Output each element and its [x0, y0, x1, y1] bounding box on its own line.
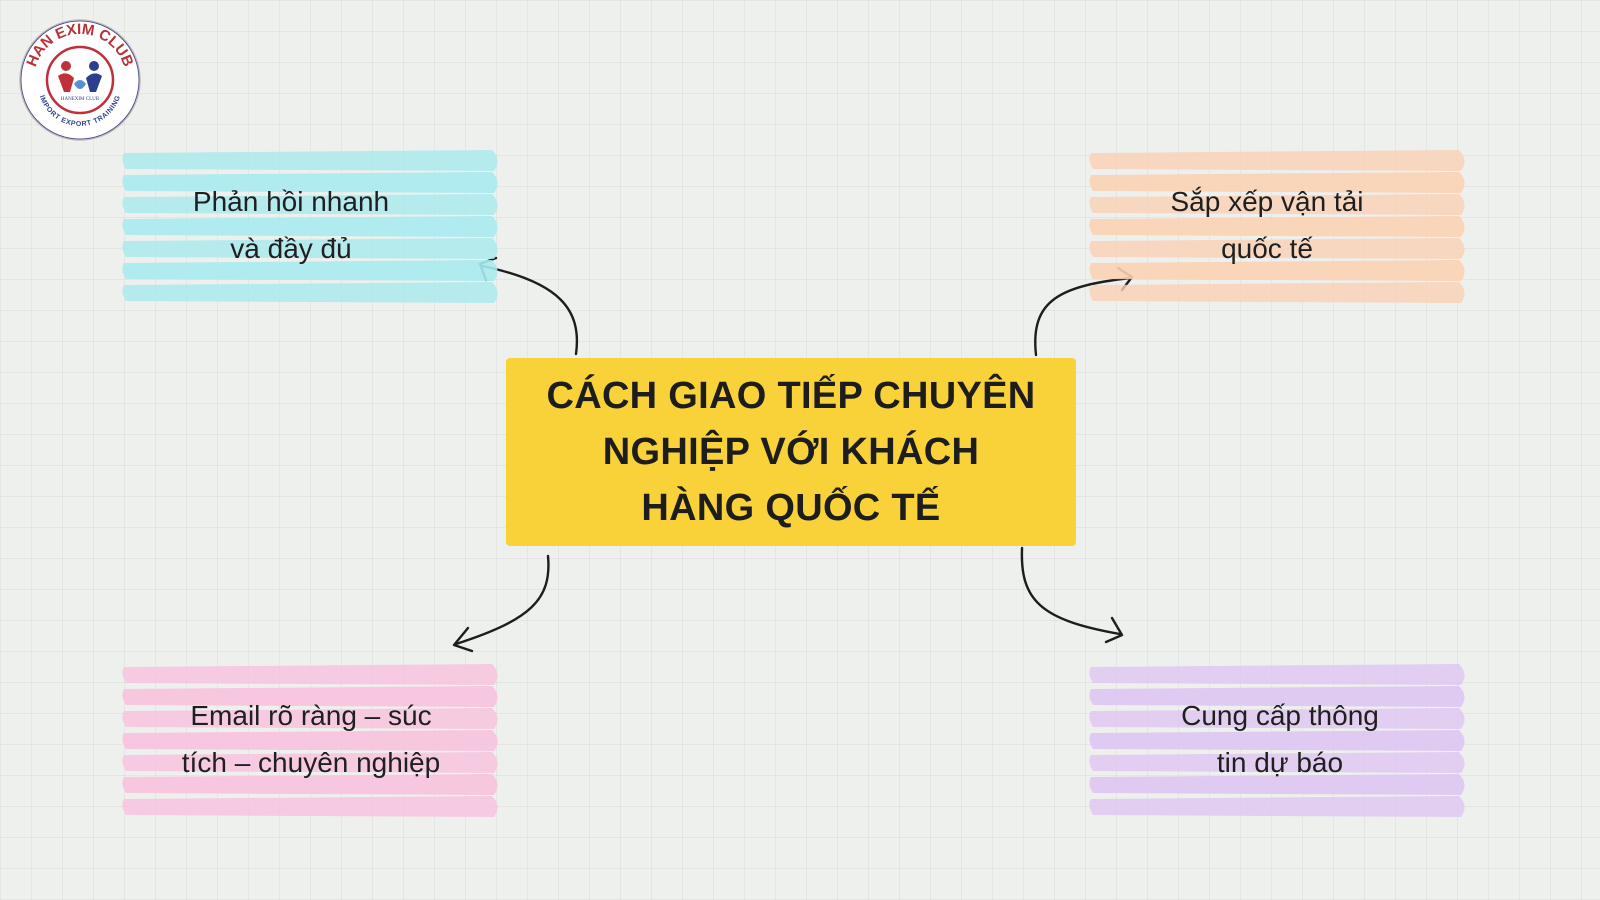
node-brush-background	[1089, 664, 1465, 817]
node-text: Cung cấp thông tin dự báo	[1085, 659, 1475, 819]
node-text: Sắp xếp vận tải quốc tế	[1085, 145, 1449, 305]
node-line-1: Phản hồi nhanh	[192, 186, 390, 217]
central-topic-box: CÁCH GIAO TIẾP CHUYÊN NGHIỆP VỚI KHÁCH H…	[506, 358, 1076, 546]
node-brush-background	[1089, 150, 1465, 303]
node-text: Email rõ ràng – súc tích – chuyên nghiệp	[118, 659, 504, 819]
node-quick-response: Phản hồi nhanh và đầy đủ	[118, 145, 504, 305]
central-title-line-3: HÀNG QUỐC TẾ	[641, 487, 941, 529]
node-line-1: Email rõ ràng – súc	[190, 700, 432, 731]
arrow-to-bottom-right	[1020, 546, 1124, 644]
node-text: Phản hồi nhanh và đầy đủ	[118, 145, 464, 305]
node-arrange-transport: Sắp xếp vận tải quốc tế	[1085, 145, 1471, 305]
central-title-line-2: NGHIỆP VỚI KHÁCH	[602, 431, 980, 473]
node-line-1: Cung cấp thông	[1181, 700, 1379, 731]
node-line-1: Sắp xếp vận tải	[1170, 186, 1364, 217]
han-exim-club-logo: HAN EXIM CLUB IMPORT EXPORT TRAINING HAN…	[19, 19, 141, 141]
central-topic-title: CÁCH GIAO TIẾP CHUYÊN NGHIỆP VỚI KHÁCH H…	[546, 368, 1035, 536]
arrow-to-bottom-left	[452, 554, 550, 653]
node-clear-email: Email rõ ràng – súc tích – chuyên nghiệp	[118, 659, 504, 819]
node-line-2: và đầy đủ	[230, 233, 352, 264]
node-brush-background	[122, 664, 498, 817]
node-line-2: tích – chuyên nghiệp	[181, 747, 441, 778]
node-line-2: tin dự báo	[1216, 747, 1344, 778]
people-icon	[58, 61, 102, 92]
central-title-line-1: CÁCH GIAO TIẾP CHUYÊN	[546, 375, 1036, 417]
node-brush-background	[122, 150, 498, 303]
logo-inner-text: HANEXIM CLUB	[61, 97, 100, 102]
node-forecast-info: Cung cấp thông tin dự báo	[1085, 659, 1471, 819]
node-line-2: quốc tế	[1221, 233, 1313, 264]
